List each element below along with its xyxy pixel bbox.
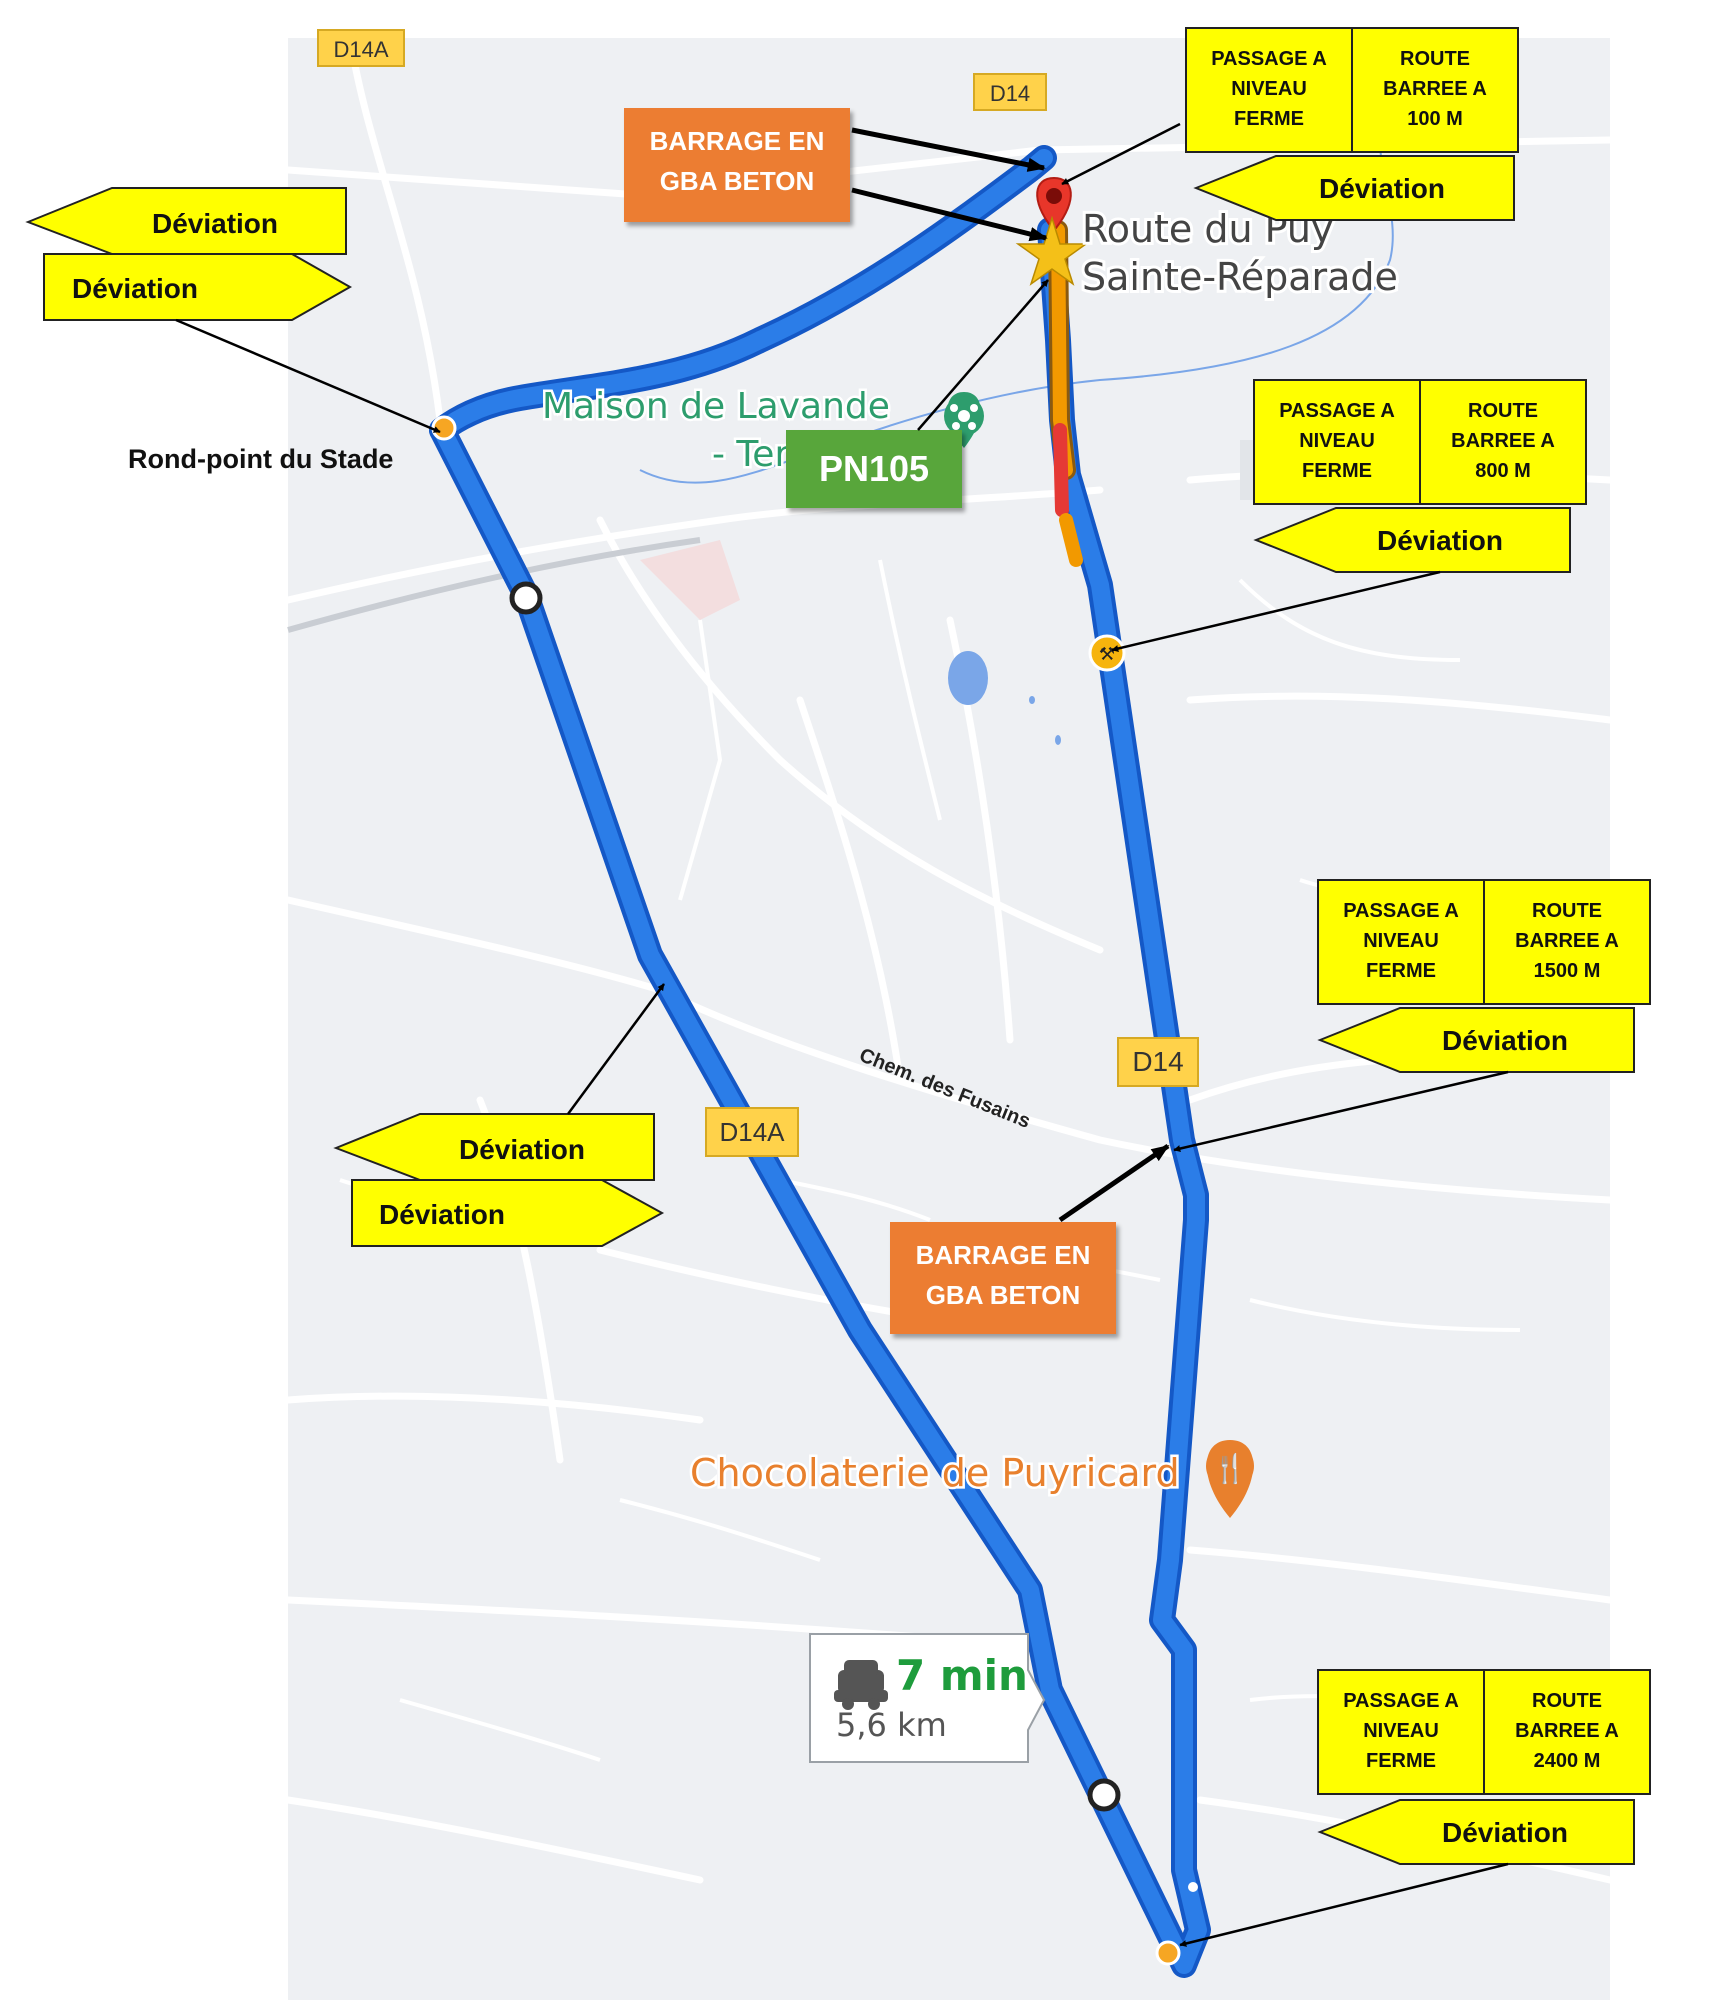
svg-text:BARREE A: BARREE A xyxy=(1515,1720,1619,1742)
svg-text:D14: D14 xyxy=(1132,1046,1183,1077)
poi-restaurant-icon: 🍴 xyxy=(1206,1440,1254,1518)
sign-group-100m: PASSAGE A NIVEAU FERME ROUTE BARREE A 10… xyxy=(1185,27,1519,221)
place-label-route-du-puy: Route du Puy Sainte-Réparade xyxy=(1079,204,1401,302)
pond-tiny xyxy=(1055,735,1061,745)
svg-text:ROUTE: ROUTE xyxy=(1400,48,1470,70)
star-icon xyxy=(1015,215,1089,286)
place-label-rond-point-du-stade: Rond-point du Stade xyxy=(128,444,393,474)
svg-text:Déviation: Déviation xyxy=(459,1134,585,1165)
waypoint-small xyxy=(1188,1882,1198,1892)
svg-text:800 M: 800 M xyxy=(1475,460,1531,482)
barrage-label-bottom: BARRAGE EN GBA BETON xyxy=(890,1222,1116,1334)
svg-text:GBA BETON: GBA BETON xyxy=(660,166,815,196)
svg-text:BARRAGE EN: BARRAGE EN xyxy=(650,126,825,156)
street-network xyxy=(284,34,1614,1884)
route-time: 7 min xyxy=(896,1651,1028,1700)
pond xyxy=(948,651,988,705)
destination-pin-icon xyxy=(1036,176,1072,229)
svg-text:Route du Puy: Route du Puy xyxy=(1082,207,1334,251)
pond-small xyxy=(1029,696,1035,704)
roundabout-south-marker xyxy=(1155,1940,1181,1966)
svg-text:Déviation: Déviation xyxy=(379,1199,505,1230)
svg-text:Déviation: Déviation xyxy=(1442,1025,1568,1056)
svg-text:PASSAGE A: PASSAGE A xyxy=(1279,400,1395,422)
svg-text:BARREE A: BARREE A xyxy=(1451,430,1555,452)
svg-text:Déviation: Déviation xyxy=(1442,1817,1568,1848)
svg-text:FERME: FERME xyxy=(1302,460,1372,482)
sign-group-2400m: PASSAGE A NIVEAU FERME ROUTE BARREE A 24… xyxy=(1317,1669,1651,1865)
svg-text:PN105: PN105 xyxy=(819,448,929,489)
svg-text:NIVEAU: NIVEAU xyxy=(1363,930,1439,952)
car-icon xyxy=(834,1660,888,1710)
waypoint-marker xyxy=(1087,1778,1121,1812)
sign-group-deviation-bottom-left: Déviation Déviation xyxy=(333,1113,665,1247)
barrage-label-top: BARRAGE EN GBA BETON xyxy=(624,108,850,222)
road-shield-d14a-mid: D14A xyxy=(705,1107,799,1157)
route-info-card: 7 min 5,6 km xyxy=(809,1633,1046,1763)
svg-text:100 M: 100 M xyxy=(1407,108,1463,130)
svg-text:FERME: FERME xyxy=(1234,108,1304,130)
svg-text:ROUTE: ROUTE xyxy=(1532,1690,1602,1712)
svg-text:Maison de Lavande: Maison de Lavande xyxy=(542,386,890,427)
svg-text:Déviation: Déviation xyxy=(152,208,278,239)
annotation-arrows xyxy=(175,122,1509,1947)
svg-text:Déviation: Déviation xyxy=(72,273,198,304)
svg-text:PASSAGE A: PASSAGE A xyxy=(1343,900,1459,922)
svg-text:BARREE A: BARREE A xyxy=(1383,78,1487,100)
road-shield-d14-mid: D14 xyxy=(1117,1037,1199,1087)
svg-text:🍴: 🍴 xyxy=(1213,1452,1248,1485)
svg-text:ROUTE: ROUTE xyxy=(1468,400,1538,422)
pink-area xyxy=(640,540,740,620)
svg-text:Déviation: Déviation xyxy=(1377,525,1503,556)
roadworks-icon xyxy=(1088,634,1126,672)
route-detour xyxy=(429,145,1211,1978)
svg-text:D14A: D14A xyxy=(719,1117,785,1147)
road-shield-d14-top: D14 xyxy=(973,73,1047,111)
route-distance: 5,6 km xyxy=(836,1706,947,1744)
svg-text:D14: D14 xyxy=(990,81,1030,106)
svg-text:PASSAGE A: PASSAGE A xyxy=(1343,1690,1459,1712)
svg-text:BARREE A: BARREE A xyxy=(1515,930,1619,952)
svg-text:FERME: FERME xyxy=(1366,1750,1436,1772)
svg-text:FERME: FERME xyxy=(1366,960,1436,982)
sign-group-deviation-top-left: Déviation Déviation xyxy=(25,187,353,321)
sign-group-1500m: PASSAGE A NIVEAU FERME ROUTE BARREE A 15… xyxy=(1317,879,1651,1073)
svg-text:BARRAGE EN: BARRAGE EN xyxy=(916,1240,1091,1270)
svg-text:GBA BETON: GBA BETON xyxy=(926,1280,1081,1310)
svg-text:Déviation: Déviation xyxy=(1319,173,1445,204)
road-shield-d14a-top: D14A xyxy=(317,29,405,67)
svg-text:Sainte-Réparade: Sainte-Réparade xyxy=(1082,255,1398,299)
svg-text:1500 M: 1500 M xyxy=(1534,960,1601,982)
waypoint-marker xyxy=(509,581,543,615)
svg-text:PASSAGE A: PASSAGE A xyxy=(1211,48,1327,70)
roadworks-glyph: ⚒ xyxy=(1099,644,1115,665)
svg-text:NIVEAU: NIVEAU xyxy=(1231,78,1307,100)
railway xyxy=(287,537,701,633)
svg-text:2400 M: 2400 M xyxy=(1534,1750,1601,1772)
roundabout-stade-marker xyxy=(431,415,457,441)
pn105-label: PN105 xyxy=(786,430,962,508)
traffic-segments xyxy=(1048,220,1083,567)
svg-text:ROUTE: ROUTE xyxy=(1532,900,1602,922)
place-label-maison-de-lavande: Maison de Lavande - Ter xyxy=(540,384,893,478)
svg-text:NIVEAU: NIVEAU xyxy=(1363,1720,1439,1742)
place-label-chocolaterie: Chocolaterie de Puyricard xyxy=(690,1451,1180,1495)
svg-text:D14A: D14A xyxy=(333,37,388,62)
svg-text:NIVEAU: NIVEAU xyxy=(1299,430,1375,452)
svg-text:- Ter: - Ter xyxy=(712,434,789,475)
sign-group-800m: PASSAGE A NIVEAU FERME ROUTE BARREE A 80… xyxy=(1253,379,1587,573)
